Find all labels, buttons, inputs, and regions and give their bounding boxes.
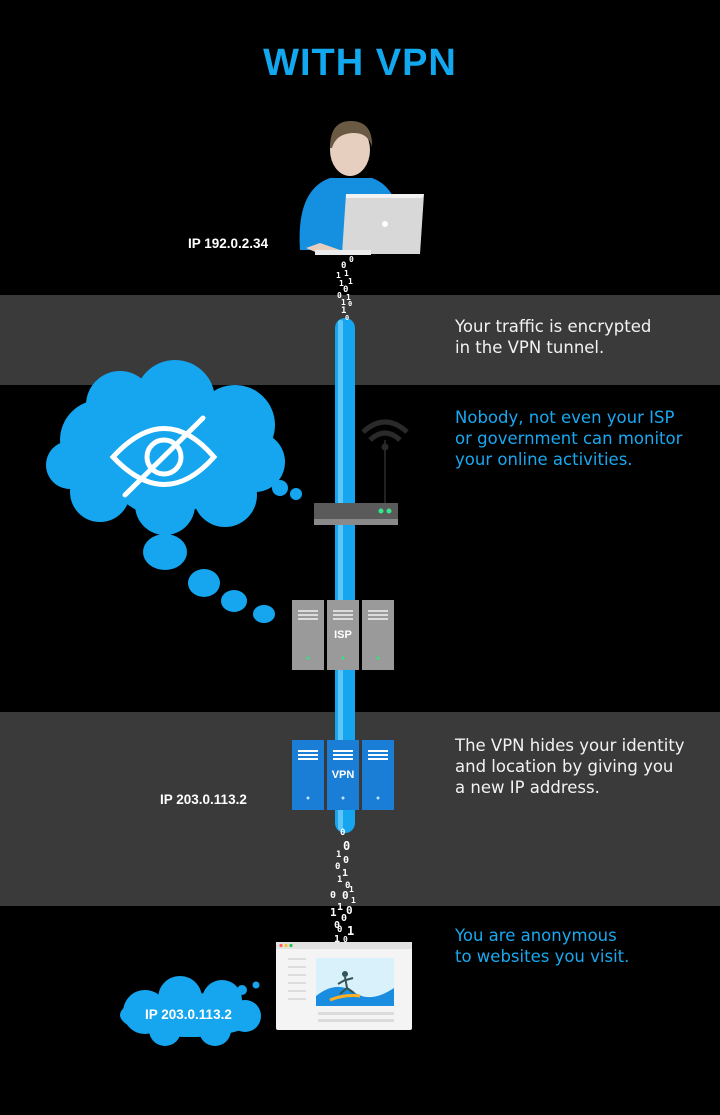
thought-cloud: [46, 360, 302, 623]
svg-text:1: 1: [349, 885, 354, 894]
band-vpn-server: [0, 712, 720, 906]
svg-text:0: 0: [337, 925, 342, 935]
browser-window-icon: [276, 942, 412, 1030]
svg-text:1: 1: [336, 271, 341, 280]
svg-text:0: 0: [343, 285, 348, 295]
svg-text:1: 1: [344, 269, 349, 278]
svg-text:0: 0: [343, 839, 350, 853]
svg-text:0: 0: [345, 881, 350, 891]
svg-text:0: 0: [330, 890, 336, 901]
svg-text:1: 1: [346, 293, 351, 302]
svg-text:1: 1: [351, 896, 356, 905]
svg-text:0: 0: [343, 855, 349, 866]
svg-text:0: 0: [334, 920, 340, 931]
svg-text:1: 1: [339, 279, 344, 288]
svg-text:0: 0: [345, 314, 349, 322]
caption-nobody: Nobody, not even your ISP or government …: [455, 408, 683, 469]
crossed-out-eye-icon: [109, 415, 218, 498]
bits-top: 0 0 1 1 1 1 0 0 1 1 0 1 0: [336, 255, 354, 322]
vpn-ip-label: IP 203.0.113.2: [160, 792, 247, 807]
bits-bottom: 0 0 1 0 0 1 1 0 1 0 0 1 1 0 1 0 0 1 0 1 …: [330, 828, 356, 945]
user-ip-label: IP 192.0.2.34: [188, 236, 269, 251]
svg-text:1: 1: [342, 868, 348, 879]
svg-text:1: 1: [334, 934, 340, 945]
svg-text:0: 0: [342, 889, 349, 902]
svg-text:0: 0: [341, 913, 347, 924]
svg-text:0: 0: [343, 935, 348, 944]
svg-text:0: 0: [349, 255, 354, 264]
svg-text:1: 1: [348, 277, 353, 286]
svg-text:0: 0: [335, 862, 340, 872]
website-ip-label: IP 203.0.113.2: [145, 1007, 232, 1022]
page-title: WITH VPN: [263, 42, 457, 84]
svg-text:1: 1: [330, 906, 337, 919]
svg-text:1: 1: [347, 924, 354, 938]
isp-label: ISP: [334, 629, 352, 641]
svg-text:0: 0: [340, 828, 345, 838]
ip-cloud: [120, 976, 261, 1046]
svg-text:1: 1: [337, 902, 343, 913]
caption-anonymous: You are anonymous to websites you visit.: [455, 926, 630, 966]
person-with-laptop-icon: [299, 120, 424, 255]
band-encrypted: [0, 295, 720, 385]
svg-text:1: 1: [336, 850, 341, 860]
isp-server-rack-icon: [292, 600, 394, 670]
caption-hides: The VPN hides your identity and location…: [455, 736, 685, 797]
vpn-label: VPN: [332, 769, 355, 781]
svg-text:0: 0: [341, 261, 346, 271]
svg-text:1: 1: [337, 875, 342, 885]
svg-text:1: 1: [341, 298, 346, 307]
vpn-tunnel: [335, 318, 355, 833]
svg-text:0: 0: [348, 300, 352, 308]
wifi-router-icon: [314, 419, 409, 525]
svg-text:1: 1: [341, 306, 346, 316]
vpn-server-rack-icon: [292, 740, 394, 810]
svg-text:0: 0: [346, 904, 353, 917]
svg-text:0: 0: [337, 291, 342, 300]
caption-encrypted: Your traffic is encrypted in the VPN tun…: [455, 317, 652, 357]
